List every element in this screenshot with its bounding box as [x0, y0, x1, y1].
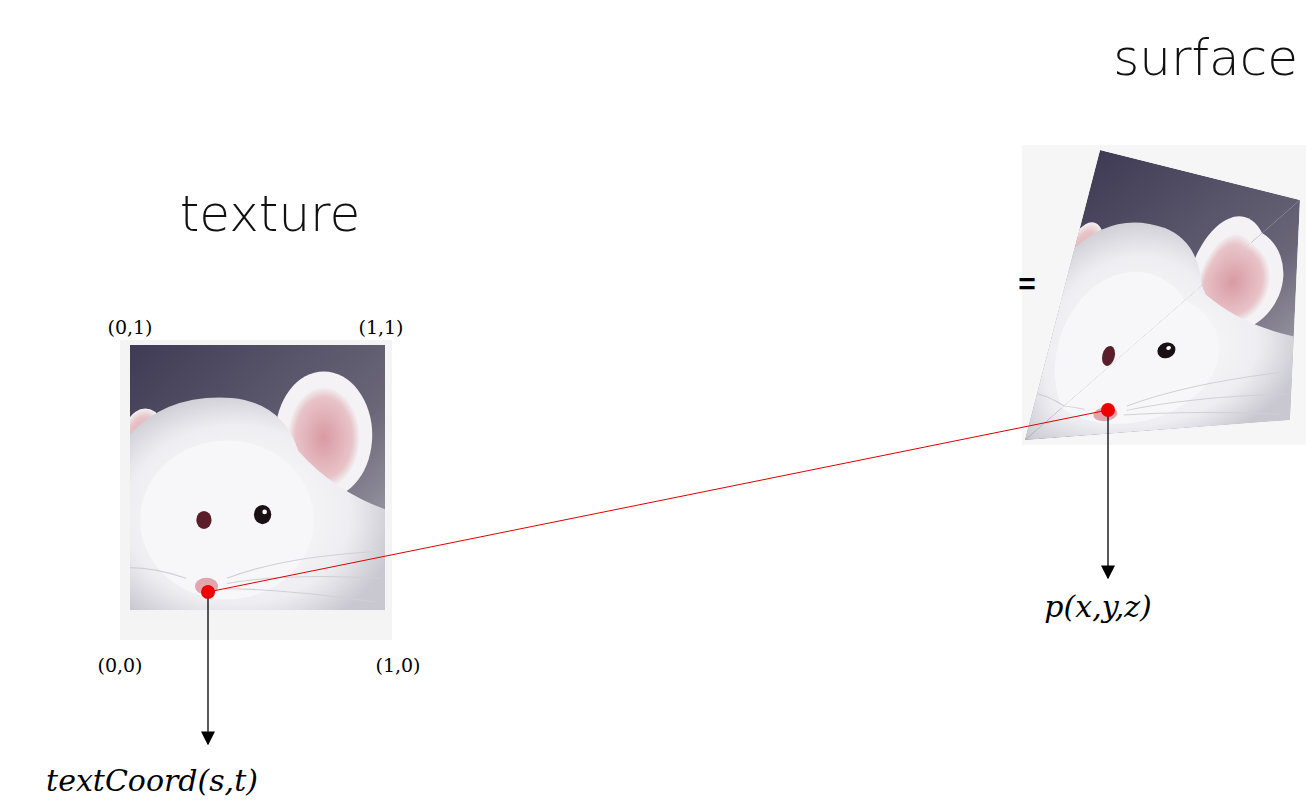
surface-point [1101, 403, 1115, 417]
section-heading: surface [1113, 31, 1298, 86]
texture-coordinate-label: textCoord(s,t) [46, 764, 258, 797]
texture-image [117, 345, 385, 610]
section-heading: texture [180, 187, 361, 242]
correspondence-line [208, 410, 1108, 592]
corner-coordinate: (0,0) [97, 655, 142, 676]
pointer-arrow [1107, 410, 1108, 578]
corner-coordinate: (1,0) [375, 655, 420, 676]
equals-sign: = [1018, 267, 1036, 300]
surface-point-label: p(x,y,z) [1044, 590, 1151, 623]
surface-image-part [1012, 200, 1300, 441]
pointer-arrow [207, 592, 208, 744]
corner-coordinate: (0,1) [107, 317, 152, 338]
corner-coordinate: (1,1) [358, 317, 403, 338]
texture-point [201, 585, 215, 599]
